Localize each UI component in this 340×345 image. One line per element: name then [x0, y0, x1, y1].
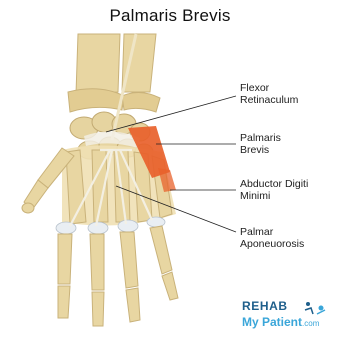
label-palmaris-line2: Brevis	[240, 144, 281, 156]
logo-mypatient-main: My Patient	[242, 315, 302, 329]
label-palmaris-brevis: Palmaris Brevis	[240, 132, 281, 156]
label-flexor-retinaculum: Flexor Retinaculum	[240, 82, 298, 106]
label-palmaris-line1: Palmaris	[240, 132, 281, 144]
label-flexor-line1: Flexor	[240, 82, 298, 94]
logo-mypatient-text: My Patient.com	[242, 315, 319, 329]
radius-bone	[76, 34, 120, 94]
label-palmar-aponeurosis: Palmar Aponeuorosis	[240, 226, 304, 250]
finger-bones	[58, 226, 178, 326]
ulna-distal	[122, 92, 160, 112]
label-aponeurosis-line1: Palmar	[240, 226, 304, 238]
label-flexor-line2: Retinaculum	[240, 94, 298, 106]
ulna-bone	[122, 34, 156, 92]
label-abductor-digiti-minimi: Abductor Digiti Minimi	[240, 178, 308, 202]
label-aponeurosis-line2: Aponeuorosis	[240, 238, 304, 250]
rehab-my-patient-logo: REHAB My Patient.com	[242, 299, 338, 339]
radius-distal	[68, 89, 124, 112]
label-abductor-line2: Minimi	[240, 190, 308, 202]
label-abductor-line1: Abductor Digiti	[240, 178, 308, 190]
logo-rehab-text: REHAB	[242, 299, 288, 313]
logo-com-text: .com	[302, 319, 319, 328]
